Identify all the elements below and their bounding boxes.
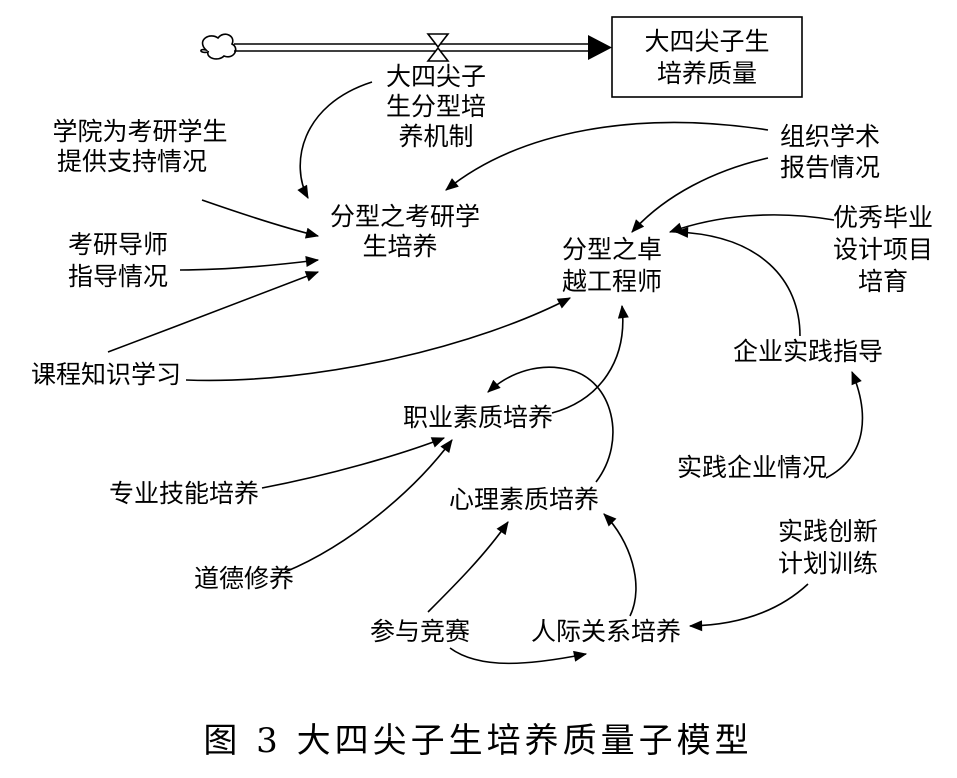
node-qiye-shijian: 企业实践指导 [733,337,883,366]
edge-shijian-qiye-to-qiye [825,370,864,479]
stock-box [611,16,803,98]
figure-caption: 图 3 大四尖子生培养质量子模型 [203,721,752,761]
stock-label-line1: 大四尖子生 [644,27,769,56]
node-zhuanye: 专业技能培养 [109,479,259,508]
rate-label-line2: 生分型培 [386,92,486,121]
node-renji: 人际关系培养 [531,617,681,646]
node-zhuoyue-line1: 分型之卓 [562,235,662,264]
edge-youxiu-to-zhuoyue [668,214,835,234]
edge-canyu-to-xinli [427,521,509,613]
node-zuzhi-xueshu-line2: 报告情况 [780,153,880,182]
edge-daoshi-to-kaoyan [179,256,320,271]
edge-kecheng-to-zhuoyue [185,297,571,382]
rate-label-line3: 养机制 [398,122,473,151]
node-xueyuan-line2: 提供支持情况 [57,147,207,176]
edge-qiye-to-zhuoyue [674,226,801,337]
edge-zuzhi-to-zhuoyue [631,157,769,233]
source-cloud-icon [200,33,237,60]
valve-icon [426,33,450,62]
edge-zhuanye-to-zhiye [261,437,446,489]
node-zhuoyue-line2: 越工程师 [562,267,662,296]
node-kaoyan-peiyang-line2: 生培养 [362,232,437,261]
node-kaoyan-daoshi-line1: 考研导师 [68,230,168,259]
edge-renji-to-xinli [603,513,637,617]
node-youxiu-biye-line3: 培育 [858,267,908,296]
node-shijian-chuangxin-line1: 实践创新 [778,517,878,546]
edge-chuangxin-to-renji [688,583,809,632]
edge-rate-to-kaoyan [297,81,373,199]
rate-label-line1: 大四尖子 [386,62,486,91]
edge-kecheng-to-kaoyan [107,271,320,353]
edge-xueyuan-to-kaoyan [201,199,320,239]
node-youxiu-biye-line2: 设计项目 [833,235,933,264]
flow-arrowhead [588,35,612,60]
edge-xinli-to-zhiye [487,366,614,483]
node-shijian-chuangxin-line2: 计划训练 [778,549,878,578]
edge-zuzhi-to-kaoyan [445,121,769,191]
edge-daode-to-zhiye [284,439,453,573]
node-kaoyan-daoshi-line2: 指导情况 [68,262,168,291]
stock-label-line2: 培养质量 [657,59,757,88]
node-zuzhi-xueshu-line1: 组织学术 [780,122,880,151]
node-kaoyan-peiyang-line1: 分型之考研学 [330,202,480,231]
node-xinli: 心理素质培养 [449,485,599,514]
node-canyu: 参与竞赛 [370,617,470,646]
node-daode: 道德修养 [194,564,294,593]
node-xueyuan-line1: 学院为考研学生 [52,117,227,146]
edge-canyu-to-renji [449,647,588,665]
edge-zhiye-to-zhuoyue [551,304,629,414]
node-kecheng: 课程知识学习 [31,360,181,389]
node-shijian-qiye: 实践企业情况 [677,453,827,482]
node-youxiu-biye-line1: 优秀毕业 [833,203,933,232]
node-zhiye: 职业素质培养 [403,403,553,432]
